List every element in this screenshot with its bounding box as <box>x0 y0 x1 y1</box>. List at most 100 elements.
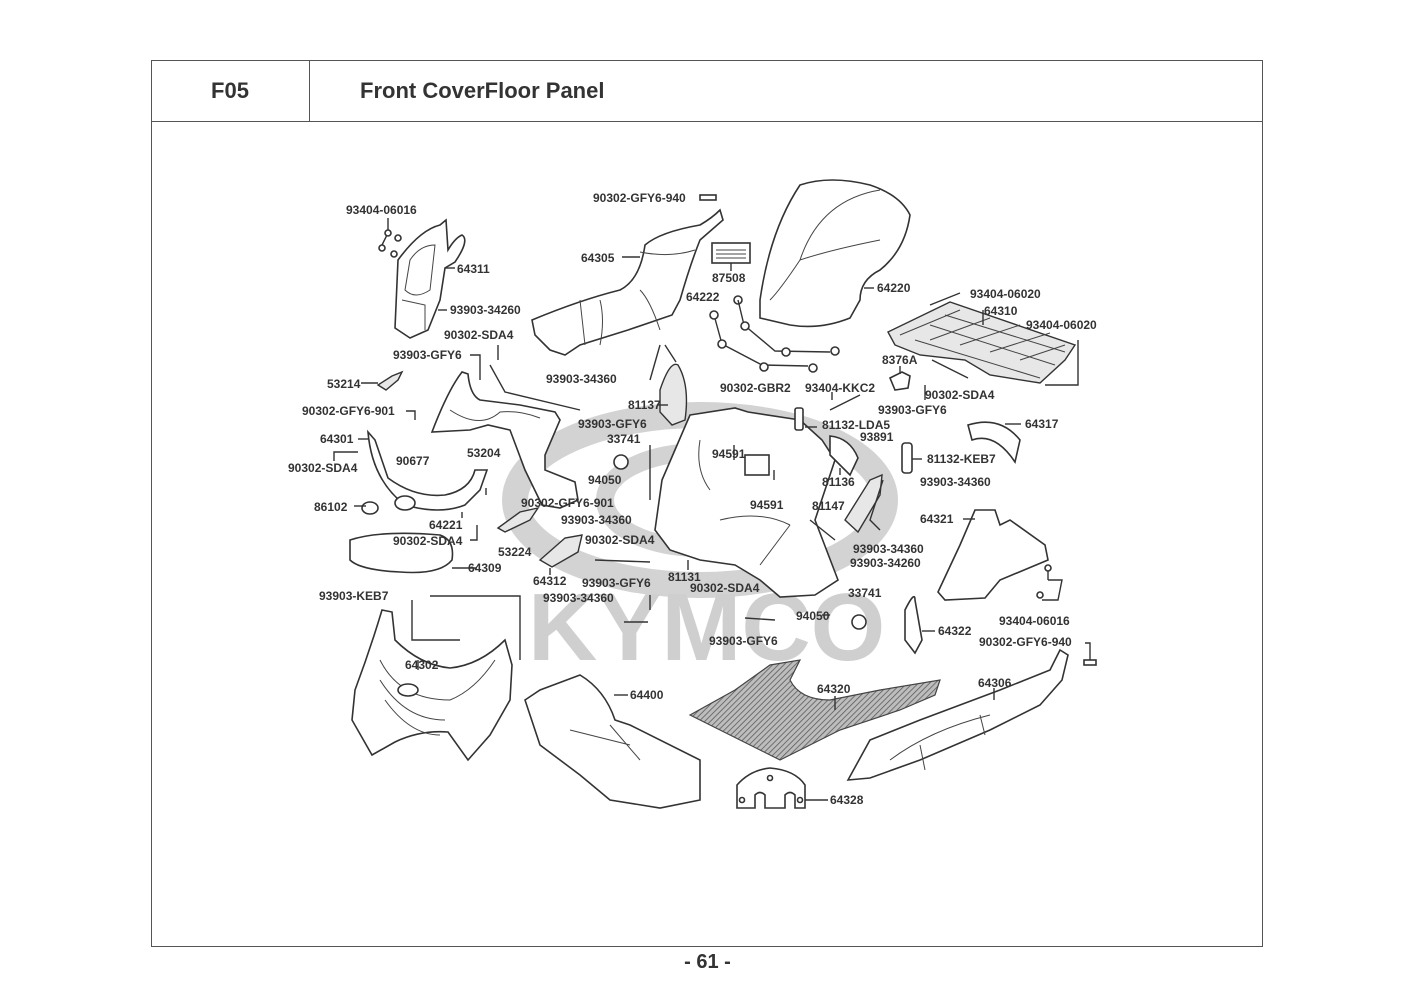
label-93903-GFY6-c: 93903-GFY6 <box>578 417 647 431</box>
part-64221-front-bar <box>361 429 489 515</box>
part-64312 <box>538 534 583 568</box>
part-81137 <box>659 363 688 426</box>
label-93903-GFY6: 93903-GFY6 <box>393 348 462 362</box>
watermark-text: KYMCO <box>528 574 885 681</box>
bolts-93404-06016-a <box>378 218 402 258</box>
part-64309-pad <box>349 532 454 574</box>
label-93404-06016: 93404-06016 <box>346 203 417 217</box>
page-number: - 61 - <box>684 951 731 973</box>
label-93903-GFY6-d: 93903-GFY6 <box>582 576 651 590</box>
bolts-93404-06016-b <box>1036 564 1063 601</box>
label-53214: 53214 <box>327 377 361 391</box>
label-93404-06016-b: 93404-06016 <box>999 614 1070 628</box>
label-90302-GBR2: 90302-GBR2 <box>720 381 791 395</box>
label-87508: 87508 <box>712 271 746 285</box>
part-64322 <box>904 595 923 655</box>
label-81131: 81131 <box>668 570 701 584</box>
label-93903-KEB7: 93903-KEB7 <box>319 589 389 603</box>
label-53224: 53224 <box>498 545 532 559</box>
label-64305: 64305 <box>581 251 615 265</box>
label-81137: 81137 <box>628 398 661 412</box>
screws-93903-34360 <box>411 344 884 660</box>
part-64400-leg-shield <box>524 674 701 809</box>
label-81132-LDA5: 81132-LDA5 <box>822 418 890 432</box>
label-90302-GFY6-901: 90302-GFY6-901 <box>302 404 395 418</box>
label-93404-KKC2: 93404-KKC2 <box>805 381 875 395</box>
leader-lines <box>333 256 1021 801</box>
label-64310: 64310 <box>984 304 1018 318</box>
part-64328-plate <box>736 767 806 809</box>
label-90302-SDA4-f: 90302-SDA4 <box>690 581 760 595</box>
label-64221: 64221 <box>429 518 463 532</box>
label-81147: 81147 <box>812 499 845 513</box>
label-8376A: 8376A <box>882 353 918 367</box>
label-93903-34360-c: 93903-34360 <box>920 475 991 489</box>
label-93903-34360-e: 93903-34360 <box>543 591 614 605</box>
label-64311: 64311 <box>457 262 490 276</box>
part-64310-floor-tray <box>887 292 1079 386</box>
label-33741-b: 33741 <box>848 586 882 600</box>
part-64317 <box>967 421 1021 464</box>
label-90302-GFY6-901-b: 90302-GFY6-901 <box>521 496 614 510</box>
part-64321 <box>937 509 1049 601</box>
label-64220: 64220 <box>877 281 911 295</box>
label-93903-34360-d: 93903-34360 <box>853 542 924 556</box>
label-90302-SDA4-d: 90302-SDA4 <box>393 534 463 548</box>
part-81132-lda5 <box>794 407 804 431</box>
label-93404-06020-b: 93404-06020 <box>1026 318 1097 332</box>
part-87508-caution-label <box>711 242 751 271</box>
part-53214-grill <box>376 370 404 391</box>
label-93903-GFY6-e: 93903-GFY6 <box>709 634 778 648</box>
label-94050-b: 94050 <box>796 609 830 623</box>
label-90302-SDA4: 90302-SDA4 <box>444 328 514 342</box>
label-90302-GFY6-940-b: 90302-GFY6-940 <box>979 635 1072 649</box>
label-64400: 64400 <box>630 688 664 702</box>
label-81132-KEB7: 81132-KEB7 <box>927 452 996 466</box>
part-64305 <box>531 208 724 356</box>
part-81136 <box>829 435 859 477</box>
label-64321: 64321 <box>920 512 954 526</box>
label-93891: 93891 <box>860 430 894 444</box>
fasteners-90302-gbr2 <box>709 295 840 373</box>
label-64328: 64328 <box>830 793 864 807</box>
header-row <box>151 60 1263 122</box>
bolt-90302-gfy6-940-b <box>1083 642 1097 666</box>
diagram-frame <box>151 60 1263 947</box>
label-64322: 64322 <box>938 624 972 638</box>
part-81131-inner-cover <box>654 407 839 598</box>
bolt-90302-gfy6-940-a <box>699 194 717 201</box>
label-93903-GFY6-b: 93903-GFY6 <box>878 403 947 417</box>
label-64222: 64222 <box>686 290 720 304</box>
part-64311 <box>394 218 466 339</box>
label-64320: 64320 <box>817 682 851 696</box>
label-90302-GFY6-940: 90302-GFY6-940 <box>593 191 686 205</box>
label-53204: 53204 <box>467 446 501 460</box>
part-8376A <box>888 366 911 391</box>
label-64302: 64302 <box>405 658 439 672</box>
label-90302-SDA4-e: 90302-SDA4 <box>585 533 655 547</box>
label-86102: 86102 <box>314 500 348 514</box>
label-64301: 64301 <box>320 432 354 446</box>
label-64309: 64309 <box>468 561 502 575</box>
part-64220-windscreen <box>759 179 911 328</box>
label-90302-SDA4-b: 90302-SDA4 <box>925 388 995 402</box>
page-title: Front CoverFloor Panel <box>360 78 605 103</box>
label-93903-34260-b: 93903-34260 <box>850 556 921 570</box>
part-labels: 93404-06016 64311 93903-34260 90302-SDA4… <box>288 191 1097 807</box>
label-90302-SDA4-c: 90302-SDA4 <box>288 461 358 475</box>
part-64306-side-cover <box>846 648 1069 781</box>
part-53204-inner-frame <box>430 371 579 509</box>
label-64317: 64317 <box>1025 417 1059 431</box>
section-code: F05 <box>151 60 310 122</box>
label-94591: 94591 <box>712 447 746 461</box>
label-93903-34260: 93903-34260 <box>450 303 521 317</box>
label-64306: 64306 <box>978 676 1012 690</box>
label-94591-b: 94591 <box>750 498 784 512</box>
label-33741: 33741 <box>607 432 641 446</box>
label-90677: 90677 <box>396 454 430 468</box>
label-94050: 94050 <box>588 473 622 487</box>
label-93903-34360: 93903-34360 <box>546 372 617 386</box>
part-81132-keb7 <box>901 442 913 474</box>
label-93903-34360-b: 93903-34360 <box>561 513 632 527</box>
